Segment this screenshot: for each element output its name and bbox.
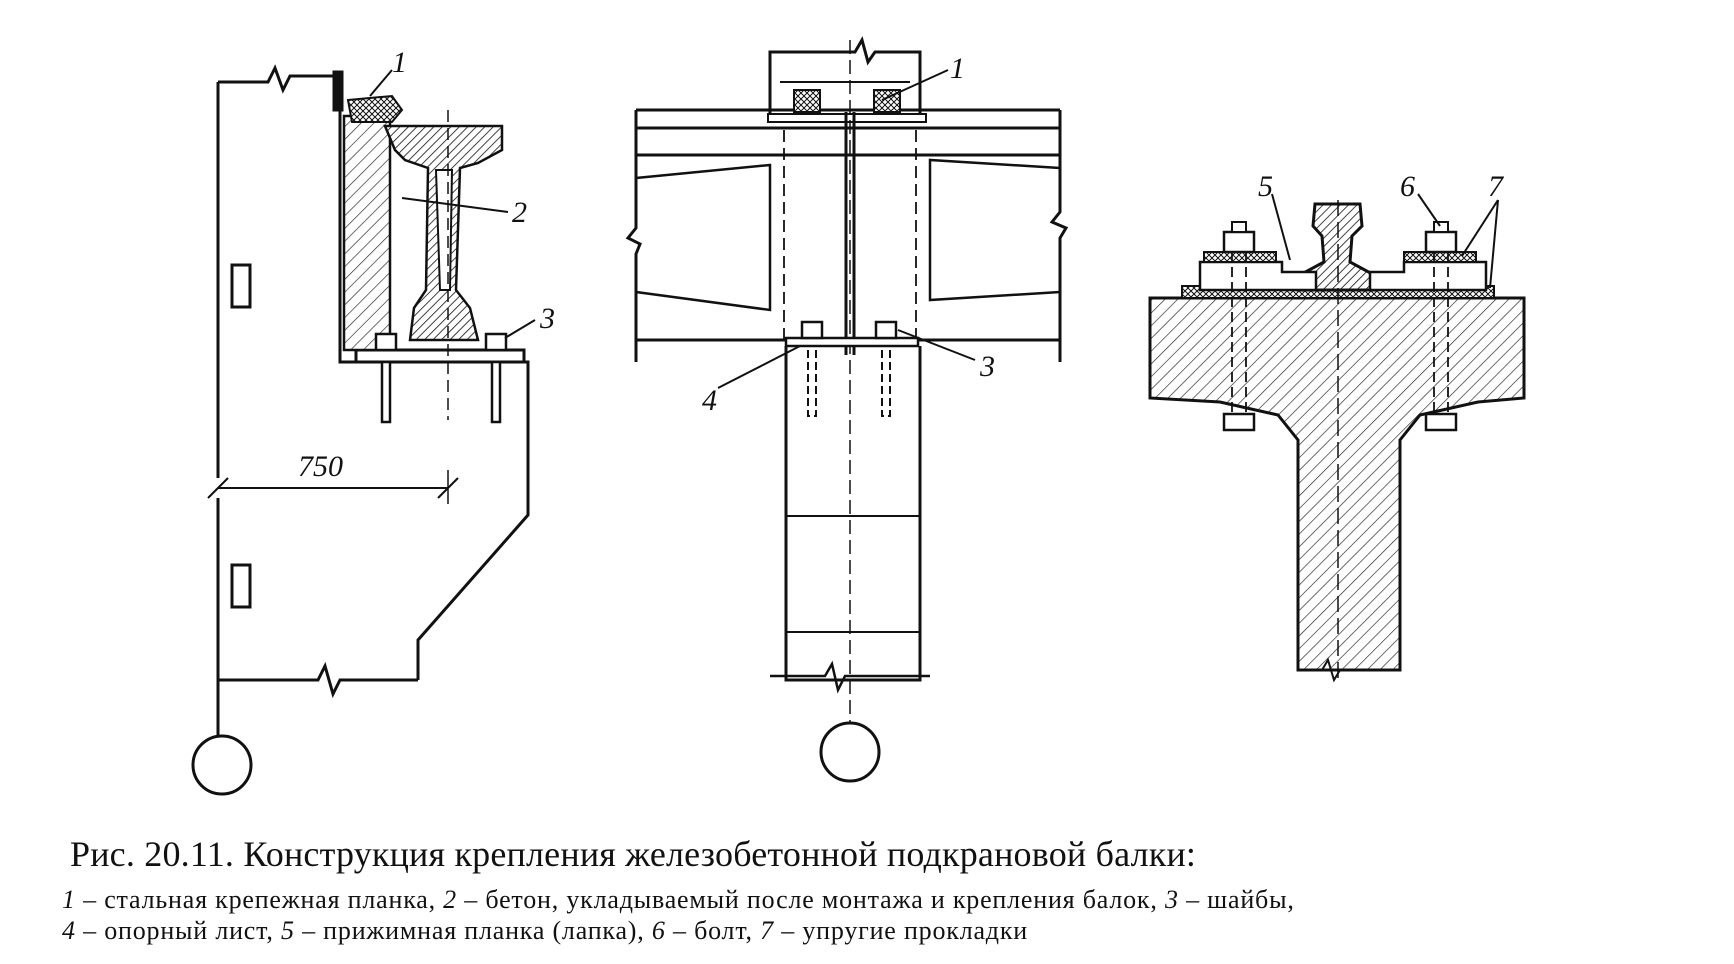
left-section-view xyxy=(191,64,536,796)
callout-right-6: 6 xyxy=(1400,170,1415,203)
line2-item-6-number: 6 xyxy=(651,916,666,945)
nut-middle-right xyxy=(874,320,898,340)
callout-middle-3: 3 xyxy=(979,350,995,383)
bolt-head-left xyxy=(1231,221,1247,233)
leader-2-left xyxy=(401,197,509,213)
line1-item-3-text: – шайбы, xyxy=(1178,885,1295,914)
nut-middle-left xyxy=(800,320,824,340)
beam-right-break xyxy=(1049,110,1069,362)
line1-item-2-number: 2 xyxy=(443,885,457,914)
washer-left xyxy=(1203,251,1277,263)
anchor-bolt-left xyxy=(380,360,392,424)
line1-item-2-text: – бетон, укладываемый после монтажа и кр… xyxy=(456,885,1165,914)
concrete-infill xyxy=(342,114,392,352)
figure-caption-title: Рис. 20.11. Конструкция крепления железо… xyxy=(70,834,1197,874)
anchor-bolt-right xyxy=(490,360,502,424)
bolt-nut-bottom-left xyxy=(1222,412,1256,432)
grid-axis-marker-left xyxy=(191,734,253,796)
line1-item-1-number: 1 xyxy=(62,885,76,914)
column-corbel-outline xyxy=(338,76,530,680)
middle-front-view xyxy=(625,36,1069,783)
grid-axis-marker-middle xyxy=(819,721,881,783)
dimension-label: 750 xyxy=(298,450,343,483)
clamping-plate-left xyxy=(1198,260,1318,292)
callout-middle-1: 1 xyxy=(950,52,965,85)
bolt-nut-left xyxy=(374,332,398,352)
leader-1-middle xyxy=(881,69,949,101)
top-break-line xyxy=(218,64,340,94)
line1-item-1-text: – стальная крепежная планка, xyxy=(75,885,444,914)
bolt-nut-right-view-left xyxy=(1222,230,1256,254)
dimension-tick-left xyxy=(207,477,229,499)
clamping-plate-right xyxy=(1368,260,1488,292)
anchor-middle-left xyxy=(807,345,817,417)
lower-break-line xyxy=(770,660,930,694)
bolt-head-right xyxy=(1433,221,1449,233)
leader-7-right-b xyxy=(1489,199,1499,289)
callout-right-7: 7 xyxy=(1488,170,1505,203)
line2-item-4-text: – опорный лист, xyxy=(75,916,281,945)
line2-item-7-number: 7 xyxy=(760,916,774,945)
bearing-plate-middle xyxy=(784,336,920,348)
anchor-middle-right xyxy=(881,345,891,417)
line2-item-5-text: – прижимная планка (лапка), xyxy=(294,916,652,945)
steel-plate-marker xyxy=(332,70,344,112)
leader-5-right xyxy=(1271,193,1291,261)
figure-legend-line-2: 4 – опорный лист, 5 – прижимная планка (… xyxy=(62,916,1028,946)
callout-right-5: 5 xyxy=(1258,170,1273,203)
column-opening-lower xyxy=(230,563,252,609)
bolt-nut-bottom-right xyxy=(1424,412,1458,432)
beam-haunch-left xyxy=(635,163,772,312)
crane-beam-fastening-drawing: 1 2 3 750 xyxy=(191,36,1526,796)
right-rail-fastening-view xyxy=(1148,193,1526,683)
leader-1-left xyxy=(369,69,393,97)
bottom-break-line xyxy=(218,661,418,699)
callout-left-1: 1 xyxy=(392,46,407,79)
top-anchor-marks xyxy=(793,89,901,113)
column-opening-upper xyxy=(230,263,252,309)
lower-column-outline xyxy=(784,346,922,682)
beam-left-break xyxy=(625,110,642,362)
beam-t-section xyxy=(1148,296,1526,672)
line2-item-6-text: – болт, xyxy=(665,916,761,945)
bolt-nut-right-view-right xyxy=(1424,230,1458,254)
line2-item-5-number: 5 xyxy=(280,916,295,945)
callout-middle-4: 4 xyxy=(702,384,717,417)
leader-3-left xyxy=(504,319,536,339)
steel-fastening-plate xyxy=(346,94,404,123)
leader-3-middle xyxy=(897,329,976,361)
leader-7-right-a xyxy=(1461,199,1499,257)
leader-4-middle xyxy=(717,345,801,389)
beam-web-void xyxy=(434,169,454,291)
figure-legend-line-1: 1 – стальная крепежная планка, 2 – бетон… xyxy=(62,885,1295,915)
line2-item-7-text: – упругие прокладки xyxy=(773,916,1028,945)
callout-left-3: 3 xyxy=(539,302,555,335)
washer-right xyxy=(1403,251,1477,263)
upper-column-outline xyxy=(768,36,922,118)
line1-item-3-number: 3 xyxy=(1164,885,1179,914)
beam-haunch-right xyxy=(928,158,1061,302)
callout-left-2: 2 xyxy=(512,196,527,229)
line2-item-4-number: 4 xyxy=(62,916,76,945)
bolt-nut-right xyxy=(484,332,508,352)
bearing-plate xyxy=(354,348,526,364)
right-break-line xyxy=(1298,657,1400,683)
leader-6-right xyxy=(1417,193,1441,227)
